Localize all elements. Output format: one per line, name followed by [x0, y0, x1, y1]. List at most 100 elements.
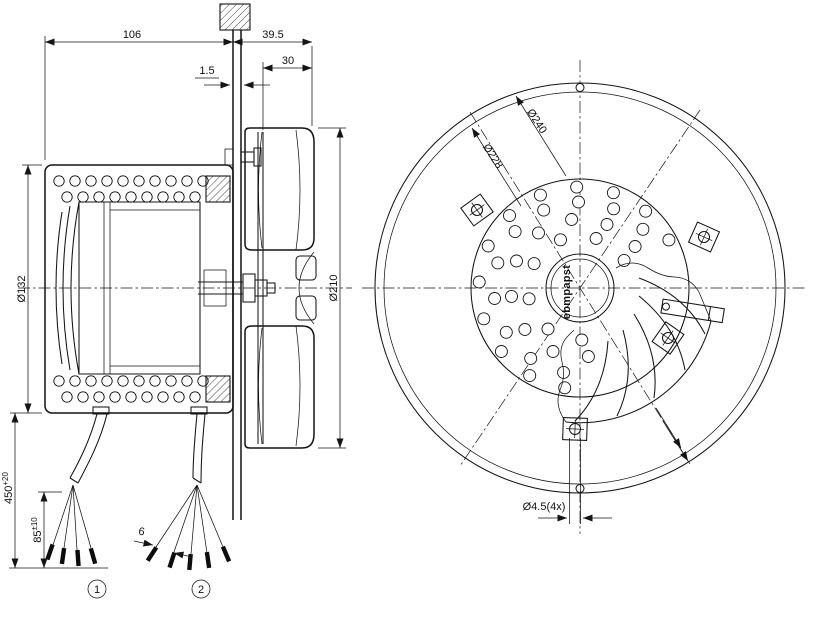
rivet-bottom — [575, 483, 585, 494]
perforation-hole — [61, 391, 73, 403]
dim-450-label: 450+20 — [1, 471, 15, 503]
perforation-hole — [518, 323, 532, 336]
perforation-hole — [69, 175, 81, 187]
perforation-hole — [523, 369, 537, 383]
dim-6-label: 6 — [137, 526, 145, 539]
perforation-hole — [636, 222, 650, 236]
perforation-hole — [189, 391, 201, 403]
brand-logo: ebmpapst — [561, 265, 573, 319]
perforation-hole — [125, 191, 137, 203]
stator-section-top — [205, 175, 231, 203]
dim-plate-thickness: 1.5 — [195, 65, 270, 89]
perforation-hole — [157, 391, 169, 403]
dim-d228-label: Ø228 — [480, 142, 505, 171]
perforation-hole — [572, 195, 585, 209]
perforation-hole — [600, 218, 614, 231]
perforation-hole — [662, 233, 676, 247]
callout-right-bundle: 2 — [191, 579, 211, 599]
hub-inner-circle — [550, 258, 610, 318]
perforation-hole — [85, 175, 97, 187]
perforation-hole — [165, 375, 177, 387]
dim-d4-5-label: Ø4.5(4x) — [523, 501, 566, 513]
mounting-tab-bottom — [562, 417, 588, 441]
perforation-hole — [488, 292, 502, 305]
callout-2-label: 2 — [198, 584, 204, 596]
hub-circle — [545, 253, 615, 323]
perforation-hole — [109, 191, 121, 203]
bearing — [203, 269, 227, 307]
perforation-hole — [505, 289, 518, 303]
perforation-hole — [173, 191, 185, 203]
rivet-top — [575, 82, 585, 93]
perforation-hole — [537, 203, 551, 217]
perforation-hole — [77, 191, 89, 203]
perforation-hole — [639, 204, 653, 218]
dim-outer-ring-diameter: Ø240 — [515, 95, 689, 462]
dim-lead-length: 450+20 — [1, 413, 108, 569]
dim-motor-diameter: Ø132 — [10, 164, 42, 414]
perforation-hole — [575, 333, 589, 347]
plate-perforations — [472, 180, 676, 395]
motor-casing — [44, 164, 234, 414]
mounting-tab-upper-right — [687, 221, 721, 253]
perforation-hole — [77, 391, 89, 403]
perforation-hole — [546, 345, 560, 358]
perforation-hole — [499, 325, 513, 339]
perforation-hole — [510, 254, 523, 268]
dim-strip-length: 85±10 — [30, 491, 62, 568]
perforation-hole — [565, 213, 579, 226]
perforation-hole — [101, 175, 113, 187]
dim-1-5-label: 1.5 — [199, 65, 214, 77]
dim-30-label: 30 — [282, 55, 294, 67]
perforation-hole — [109, 391, 121, 403]
perforation-hole — [541, 322, 555, 336]
impeller-section — [242, 127, 317, 449]
perforation-hole — [181, 175, 193, 187]
inlet-ring-bottom — [295, 295, 317, 321]
perforation-hole — [141, 191, 153, 203]
perforation-hole — [69, 375, 81, 387]
casing-perforations — [53, 175, 209, 403]
perforation-hole — [606, 186, 620, 200]
perforation-hole — [508, 225, 522, 239]
perforation-hole — [141, 391, 153, 403]
stud-washer — [224, 148, 234, 166]
perforation-hole — [165, 175, 177, 187]
dim-impeller-depth: 30 — [262, 55, 312, 130]
blade-cutaway — [557, 262, 725, 424]
perforation-hole — [491, 256, 505, 270]
hub-bolt — [266, 282, 276, 294]
perforation-hole — [554, 233, 567, 247]
perforation-hole — [133, 375, 145, 387]
perforation-hole — [532, 226, 545, 240]
perforation-hole — [581, 350, 595, 363]
shaft-stub — [660, 298, 725, 324]
dim-front-depth: 39.5 — [233, 29, 313, 126]
perforation-hole — [189, 191, 201, 203]
perforation-hole — [85, 375, 97, 387]
perforation-hole — [53, 375, 65, 387]
mounting-tab-upper-left — [460, 193, 494, 227]
dim-motor-depth: 106 — [44, 29, 233, 160]
perforation-hole — [149, 375, 161, 387]
inlet-ring-top — [295, 255, 317, 281]
perforation-hole — [589, 232, 603, 245]
lead-wires — [45, 406, 232, 571]
perforation-hole — [533, 188, 547, 202]
perforation-hole — [628, 240, 642, 253]
dim-85-label: 85±10 — [30, 517, 44, 543]
side-view: 1 2 106 39.5 30 1.5 — [1, 3, 352, 599]
dim-106-label: 106 — [123, 29, 141, 41]
perforation-hole — [570, 180, 584, 194]
perforation-hole — [101, 375, 113, 387]
perforation-hole — [117, 175, 129, 187]
stator-section-bottom — [205, 375, 231, 403]
dim-39-5-label: 39.5 — [262, 29, 283, 41]
dim-lead-tip: 6 — [133, 526, 193, 559]
cable-gland-right — [190, 406, 208, 415]
perforation-hole — [93, 391, 105, 403]
front-view: Ø240 Ø228 Ø4.5(4x) ebmpapst — [362, 60, 806, 534]
perforation-hole — [181, 375, 193, 387]
mounting-plate — [219, 3, 262, 520]
perforation-hole — [93, 191, 105, 203]
